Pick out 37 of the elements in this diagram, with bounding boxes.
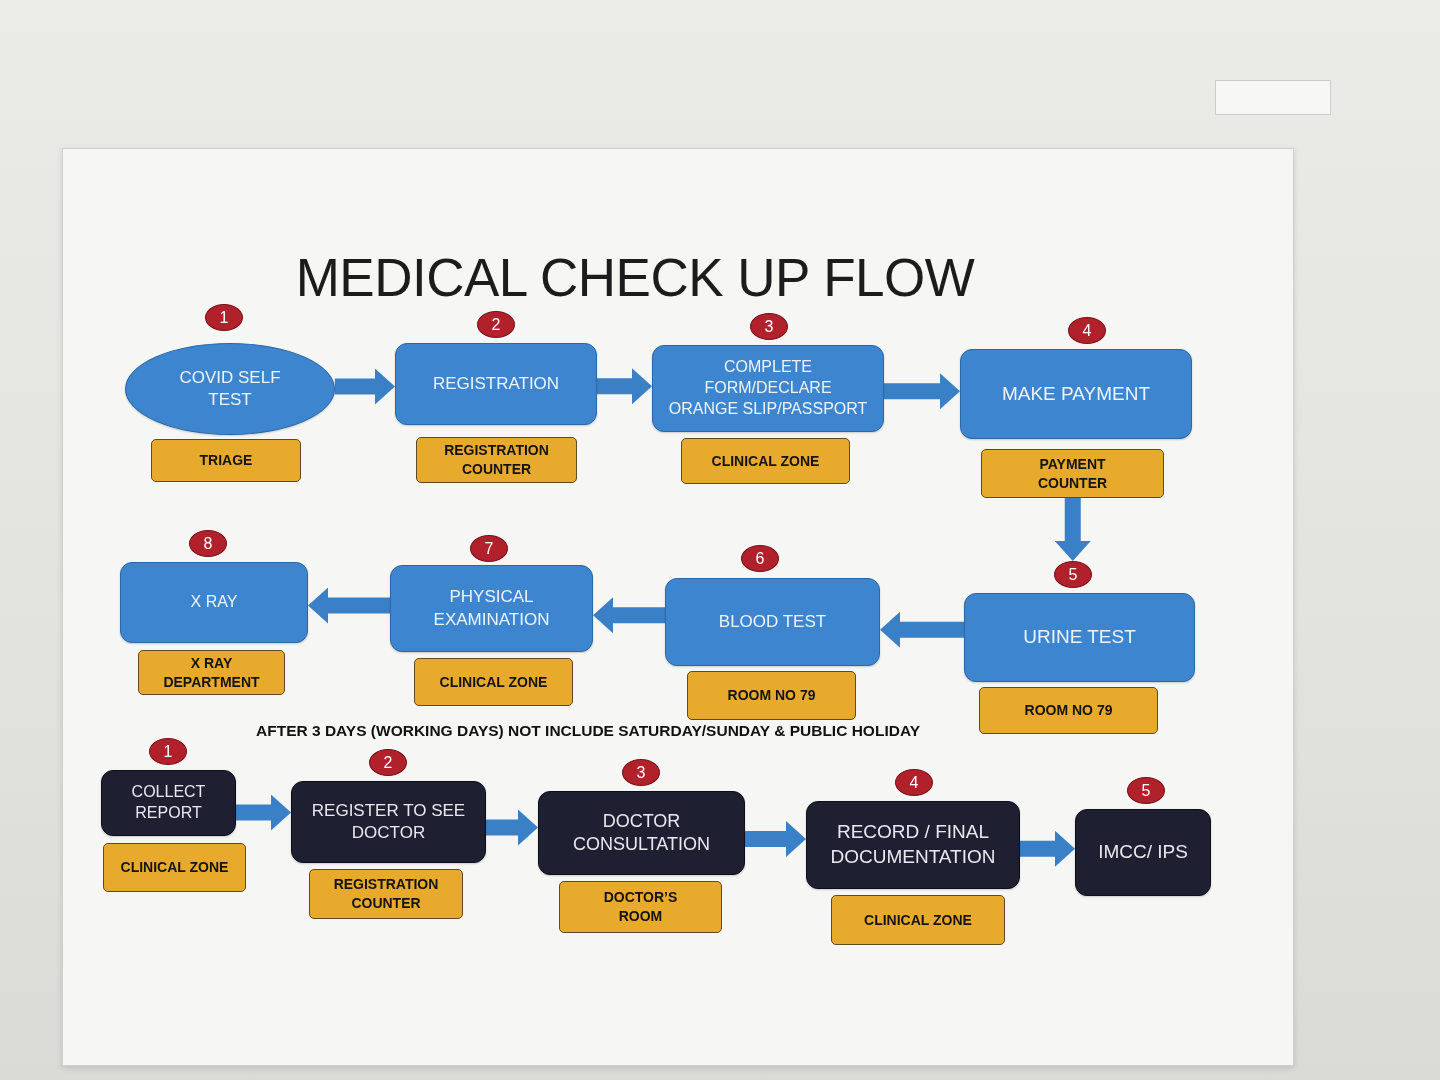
process-box: BLOOD TEST [665, 578, 880, 666]
location-tag: TRIAGE [151, 439, 301, 482]
block-arrow [884, 373, 960, 410]
process-box: REGISTER TO SEE DOCTOR [291, 781, 486, 863]
process-box: COLLECT REPORT [101, 770, 236, 836]
location-tag: REGISTRATION COUNTER [416, 437, 577, 483]
location-tag: CLINICAL ZONE [103, 843, 246, 892]
process-box: IMCC/ IPS [1075, 809, 1211, 896]
process-box: COMPLETE FORM/DECLARE ORANGE SLIP/PASSPORT [652, 345, 884, 432]
location-tag: REGISTRATION COUNTER [309, 869, 463, 919]
block-arrow [1054, 498, 1091, 561]
location-tag: CLINICAL ZONE [831, 895, 1005, 945]
location-tag: DOCTOR’S ROOM [559, 881, 722, 933]
block-arrow [880, 611, 964, 648]
location-tag: CLINICAL ZONE [681, 438, 850, 484]
process-box: URINE TEST [964, 593, 1195, 682]
location-tag: ROOM NO 79 [979, 687, 1158, 734]
process-box: REGISTRATION [395, 343, 597, 425]
block-arrow [593, 597, 665, 634]
location-tag: ROOM NO 79 [687, 671, 856, 720]
block-arrow [486, 809, 538, 846]
process-box: RECORD / FINAL DOCUMENTATION [806, 801, 1020, 889]
block-arrow [597, 368, 652, 405]
diagram-title: MEDICAL CHECK UP FLOW [294, 248, 976, 309]
location-tag: PAYMENT COUNTER [981, 449, 1164, 498]
process-box: DOCTOR CONSULTATION [538, 791, 745, 875]
location-tag: X RAY DEPARTMENT [138, 650, 285, 695]
location-tag: CLINICAL ZONE [414, 658, 573, 706]
block-arrow [1020, 830, 1075, 867]
block-arrow [745, 821, 806, 857]
block-arrow [334, 368, 395, 405]
process-box: MAKE PAYMENT [960, 349, 1192, 439]
process-box: PHYSICAL EXAMINATION [390, 565, 593, 652]
note-text: AFTER 3 DAYS (WORKING DAYS) NOT INCLUDE SATURDAY/SUNDAY & PUBLIC HOLIDAY [255, 722, 921, 741]
block-arrow [236, 794, 291, 831]
block-arrow [308, 587, 390, 624]
process-box: X RAY [120, 562, 308, 643]
